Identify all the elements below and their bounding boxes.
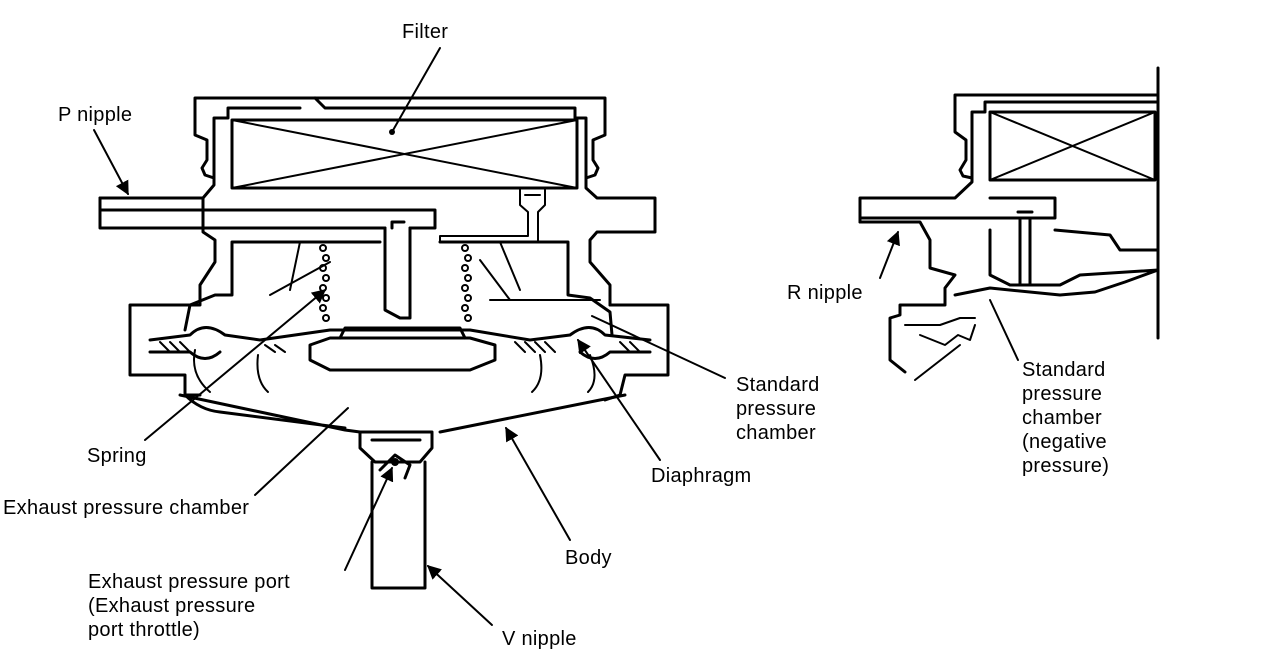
label-exhaust-pressure-port: Exhaust pressure port (Exhaust pressure … (88, 570, 290, 642)
right-spring (461, 244, 472, 322)
label-filter: Filter (402, 21, 449, 43)
label-exhaust-pressure-chamber: Exhaust pressure chamber (3, 497, 250, 519)
inner-chamber (183, 240, 614, 337)
leader-lines (93, 47, 1019, 626)
right-stem (1016, 210, 1034, 287)
leader-spring (144, 289, 327, 441)
leader-p-nipple (93, 129, 129, 196)
r-nipple-tube (858, 176, 1057, 224)
label-standard-line-1: Standard (736, 374, 820, 396)
leader-diaphragm (577, 338, 661, 461)
label-spring: Spring (87, 445, 147, 467)
label-v-nipple: V nipple (502, 628, 577, 650)
label-standard-line-2: pressure (736, 398, 817, 420)
label-p-nipple: P nipple (58, 104, 133, 126)
leader-exhaust-chamber (254, 407, 349, 496)
filter-passage (439, 187, 546, 243)
right-chamber (953, 228, 1160, 297)
secondary-unit (858, 66, 1160, 381)
p-nipple-tube (98, 196, 437, 242)
leader-standard-negative (989, 299, 1019, 361)
right-filter-element (988, 110, 1157, 182)
right-filter-cross (989, 111, 1156, 181)
diaphragm-hatching (159, 341, 641, 353)
leader-exhaust-port (344, 466, 394, 571)
v-nipple-tube (370, 453, 427, 590)
label-standard-line-3: chamber (736, 422, 816, 444)
label-standard-pressure-chamber-negative: Standard pressure chamber (negative pres… (1022, 358, 1109, 478)
left-spring (319, 244, 330, 322)
label-neg-line-3: chamber (1022, 407, 1102, 429)
leader-v-nipple (426, 565, 493, 626)
exhaust-port-dot (391, 458, 399, 466)
label-neg-line-1: Standard (1022, 359, 1106, 381)
diaphragm (148, 326, 652, 360)
valve-plate (308, 326, 497, 372)
lower-chamber-arcs (193, 349, 596, 393)
label-neg-line-4: (negative (1022, 431, 1107, 453)
label-exhaust-port-line-3: port throttle) (88, 619, 201, 641)
label-r-nipple: R nipple (787, 282, 863, 304)
label-diaphragm: Diaphragm (651, 465, 752, 487)
label-neg-line-5: pressure) (1022, 455, 1110, 477)
label-neg-line-2: pressure (1022, 383, 1103, 405)
leader-filter (391, 47, 441, 133)
body-left-wall (128, 196, 217, 397)
leader-standard-chamber (591, 315, 726, 379)
label-body: Body (565, 547, 612, 569)
main-unit (98, 96, 670, 590)
label-exhaust-port-line-1: Exhaust pressure port (88, 571, 290, 593)
label-standard-pressure-chamber: Standard pressure chamber (736, 373, 820, 445)
right-lower-detail (904, 317, 976, 381)
right-cover (953, 93, 1160, 180)
label-exhaust-port-line-2: (Exhaust pressure (88, 595, 256, 617)
filter-cross (231, 119, 578, 189)
funnel-lines (269, 241, 521, 301)
filter-cover (193, 96, 607, 180)
leader-r-nipple (879, 230, 900, 279)
right-body (858, 220, 957, 374)
leader-body (505, 426, 571, 541)
lower-cap (358, 430, 434, 464)
upper-shoulder (98, 176, 657, 307)
lower-body (178, 393, 627, 434)
central-stem (383, 220, 412, 320)
filter-element (230, 118, 579, 190)
